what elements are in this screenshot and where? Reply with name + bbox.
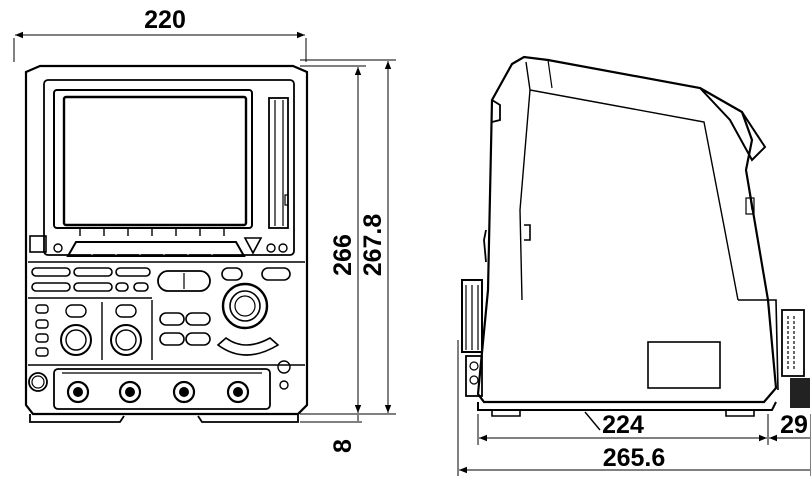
lamp-icon [266, 243, 276, 253]
depth-dimensions: 224 29 265.6 [457, 340, 811, 476]
screen [62, 95, 248, 227]
depth-total-label: 265.6 [603, 444, 666, 472]
input-panel [53, 368, 271, 410]
side-knob-stack [461, 279, 483, 397]
auto-button [261, 267, 291, 281]
front-view: 220 [13, 6, 309, 423]
width-dimension: 220 [13, 6, 307, 62]
triangle-down-icon [243, 237, 263, 255]
side-base [477, 401, 777, 411]
lamp-icon [278, 243, 288, 253]
side-view [461, 55, 810, 431]
status-lamp [53, 243, 63, 253]
depth-extra-label: 29 [780, 411, 808, 439]
front-feet [29, 414, 299, 423]
carry-handle [699, 87, 767, 162]
softkey-ticks [79, 228, 225, 236]
front-body-outline [24, 64, 309, 416]
depth-label: 224 [602, 411, 644, 439]
horizontal-buttons [159, 312, 211, 346]
floppy-drive [268, 97, 289, 229]
rear-connector [781, 309, 810, 408]
power-button [28, 372, 48, 392]
power-icon [31, 375, 45, 389]
channel-buttons [35, 304, 137, 357]
height-dimensions: 266 267.8 8 [300, 59, 396, 453]
probe-comp-terminal [277, 360, 291, 374]
key-row-1 [31, 267, 151, 292]
height-inner-label: 266 [329, 234, 357, 276]
side-body-outline [476, 55, 778, 404]
softkey-strip [66, 241, 246, 257]
vertical-knobs [60, 324, 142, 356]
label-plate [647, 341, 721, 389]
menu-icon [29, 235, 47, 253]
screen-bezel [53, 89, 253, 229]
height-outer-label: 267.8 [359, 214, 387, 277]
run-stop-button [221, 267, 243, 281]
dial-base [216, 336, 280, 356]
width-label: 220 [144, 6, 186, 34]
main-dial [221, 282, 269, 330]
ground-terminal [279, 380, 289, 390]
foot-label: 8 [329, 439, 357, 453]
trigger-button-group [157, 270, 211, 292]
